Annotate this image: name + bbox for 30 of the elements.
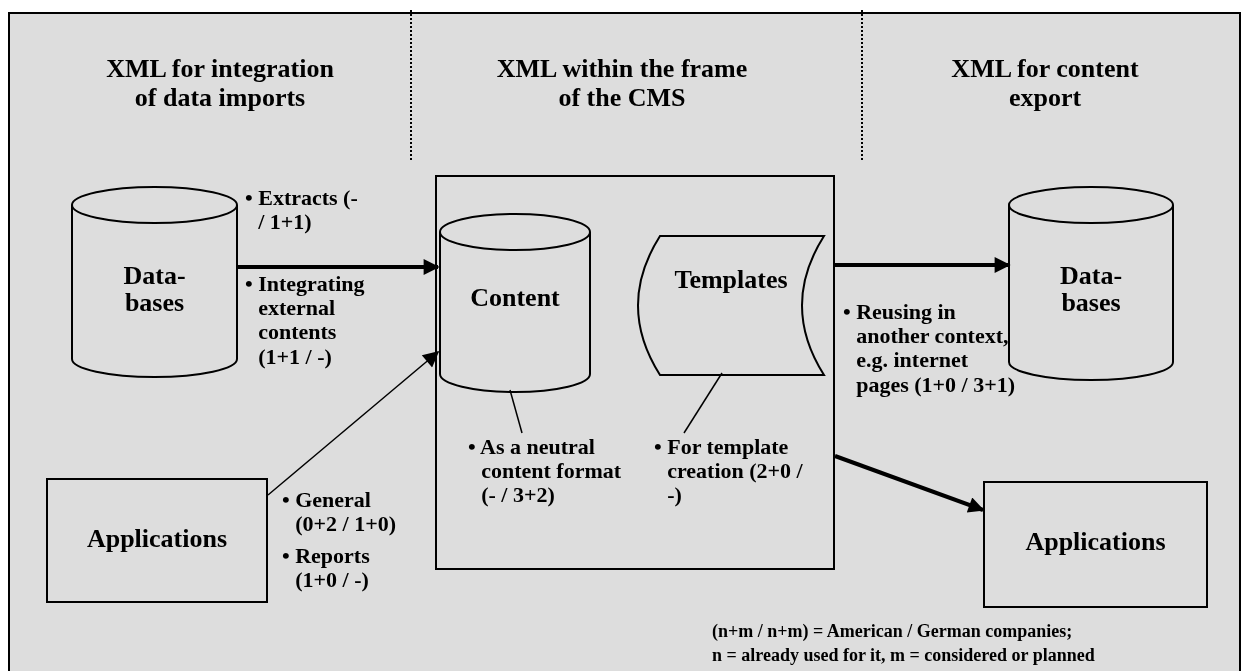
node-label: Content [469, 284, 561, 312]
arrow [835, 257, 1011, 273]
stored-data-shape [638, 236, 824, 375]
node-label: Applications [85, 525, 229, 553]
arrow [237, 259, 440, 275]
footnote-text: n = already used for it, m = considered or planned [712, 646, 1095, 666]
bullet-text: • Reports (1+0 / -) [282, 544, 371, 593]
annotation-text: • As a neutral content format (- / 3+2) [468, 435, 630, 555]
process-box [983, 481, 1208, 608]
column-heading: XML within the frame of the CMS [495, 55, 749, 113]
frame-box [435, 175, 835, 570]
node-label: Templates [673, 266, 789, 294]
node-label: Applications [1024, 528, 1167, 556]
node-label: Data- bases [1058, 262, 1124, 317]
node-label: Data- bases [122, 262, 187, 317]
leader-line [509, 389, 523, 434]
process-box [46, 478, 268, 603]
bullet-text: • Extracts (- / 1+1) [245, 186, 359, 235]
arrow [834, 454, 985, 513]
bullet-text: • Integrating external contents (1+1 / -) [245, 272, 366, 369]
database-cylinder [72, 187, 237, 377]
footnote-text: (n+m / n+m) = American / German companies; [712, 622, 1073, 642]
column-heading: XML for content export [950, 55, 1140, 113]
bullet-text: • Reusing in another context, e.g. internet pages (1+0 / 3+1) [843, 300, 1017, 397]
database-cylinder [440, 214, 590, 392]
bullet-text: • General (0+2 / 1+0) [282, 488, 398, 537]
column-heading: XML for integration of data imports [105, 55, 335, 113]
annotation-text: • For template creation (2+0 / -) [654, 435, 806, 535]
leader-line [683, 372, 723, 434]
arrow [267, 350, 440, 496]
